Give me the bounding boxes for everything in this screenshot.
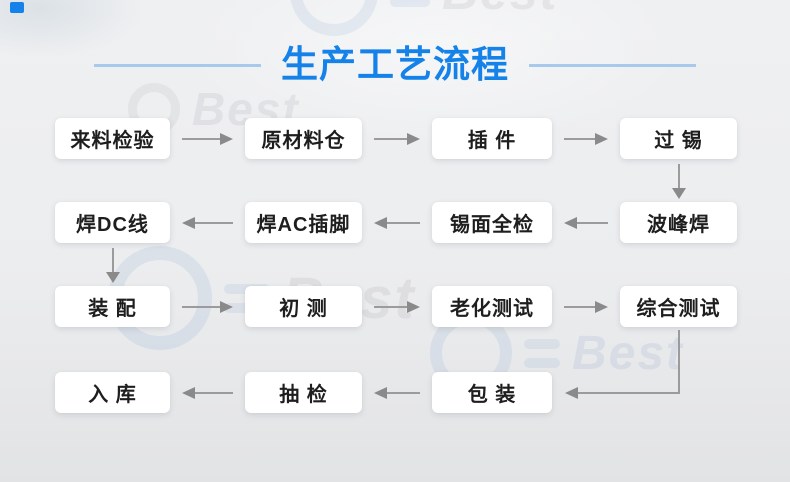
flow-node-packaging: 包 装 [432, 372, 552, 413]
flow-node-assembly: 装 配 [55, 286, 170, 327]
arrow-solder-dc-wire-to-assembly-head [106, 272, 120, 283]
arrow-raw-material-warehouse-to-insertion-line [374, 138, 409, 140]
flow-node-insertion: 插 件 [432, 118, 552, 159]
flow-node-aging-test: 老化测试 [432, 286, 552, 327]
arrow-insertion-to-tinning-line [564, 138, 597, 140]
flow-node-label: 初 测 [279, 298, 328, 320]
arrow-tinning-to-wave-soldering-head [672, 188, 686, 199]
arrow-solder-dc-wire-to-assembly-line [112, 248, 114, 273]
flow-node-label: 过 锡 [654, 130, 703, 152]
arrow-insertion-to-tinning-head [595, 133, 608, 145]
arrow-tinning-to-wave-soldering [672, 164, 686, 199]
arrow-packaging-to-sampling-inspection-head [374, 387, 387, 399]
flow-node-label: 波峰焊 [647, 214, 710, 236]
flow-node-label: 综合测试 [636, 298, 721, 320]
arrow-aging-test-to-comprehensive-test-line [564, 306, 597, 308]
flow-node-label: 焊DC线 [76, 214, 149, 236]
arrow-sampling-inspection-to-warehousing-line [193, 392, 233, 394]
arrow-solder-dc-wire-to-assembly [106, 248, 120, 283]
arrow-comprehensive-test-to-packaging-hline [577, 392, 680, 394]
arrow-wave-soldering-to-solder-surface-inspection [564, 217, 608, 229]
arrow-incoming-inspection-to-raw-material-warehouse-line [182, 138, 222, 140]
arrow-tinning-to-wave-soldering-line [678, 164, 680, 189]
arrow-solder-surface-inspection-to-solder-ac-pins-head [374, 217, 387, 229]
flow-node-label: 原材料仓 [261, 130, 346, 152]
title-rule-left [94, 63, 261, 67]
flow-node-incoming-inspection: 来料检验 [55, 118, 170, 159]
flow-node-tinning: 过 锡 [620, 118, 737, 159]
flow-node-label: 入 库 [88, 384, 137, 406]
watermark-bars-icon [390, 0, 430, 7]
flow-node-solder-surface-inspection: 锡面全检 [432, 202, 552, 243]
flow-node-label: 来料检验 [70, 130, 155, 152]
watermark-text: Best [572, 326, 685, 380]
watermark: Best [290, 0, 558, 36]
arrow-raw-material-warehouse-to-insertion-head [407, 133, 420, 145]
corner-accent-mark [10, 2, 24, 13]
flow-node-label: 包 装 [467, 384, 517, 406]
flow-node-raw-material-warehouse: 原材料仓 [245, 118, 362, 159]
arrow-packaging-to-sampling-inspection [374, 387, 420, 399]
watermark-ring-icon [290, 0, 378, 36]
watermark-bars-icon [524, 338, 560, 368]
arrow-insertion-to-tinning [564, 133, 608, 145]
flow-node-comprehensive-test: 综合测试 [620, 286, 737, 327]
arrow-solder-ac-pins-to-solder-dc-wire-line [193, 222, 233, 224]
flow-node-label: 插 件 [467, 130, 517, 152]
flow-node-wave-soldering: 波峰焊 [620, 202, 737, 243]
arrow-wave-soldering-to-solder-surface-inspection-head [564, 217, 577, 229]
arrow-comprehensive-test-to-packaging-vline [678, 330, 680, 394]
arrow-raw-material-warehouse-to-insertion [374, 133, 420, 145]
arrow-packaging-to-sampling-inspection-line [385, 392, 420, 394]
page-title: 生产工艺流程 [281, 44, 509, 85]
flow-node-solder-dc-wire: 焊DC线 [55, 202, 170, 243]
flow-node-label: 装 配 [88, 298, 137, 320]
arrow-assembly-to-initial-test-head [220, 301, 233, 313]
arrow-assembly-to-initial-test-line [182, 306, 222, 308]
arrow-sampling-inspection-to-warehousing-head [182, 387, 195, 399]
arrow-sampling-inspection-to-warehousing [182, 387, 233, 399]
arrow-wave-soldering-to-solder-surface-inspection-line [575, 222, 608, 224]
arrow-solder-surface-inspection-to-solder-ac-pins-line [385, 222, 420, 224]
arrow-solder-surface-inspection-to-solder-ac-pins [374, 217, 420, 229]
title-rule-right [529, 63, 696, 67]
flow-node-sampling-inspection: 抽 检 [245, 372, 362, 413]
header: 生产工艺流程 [0, 34, 790, 88]
watermark-text: Best [442, 0, 558, 21]
arrow-initial-test-to-aging-test-line [374, 306, 409, 308]
arrow-initial-test-to-aging-test-head [407, 301, 420, 313]
arrow-solder-ac-pins-to-solder-dc-wire [182, 217, 233, 229]
arrow-initial-test-to-aging-test [374, 301, 420, 313]
flow-node-label: 锡面全检 [450, 214, 534, 236]
flow-node-solder-ac-pins: 焊AC插脚 [245, 202, 362, 243]
arrow-solder-ac-pins-to-solder-dc-wire-head [182, 217, 195, 229]
arrow-comprehensive-test-to-packaging-head [565, 387, 578, 399]
arrow-aging-test-to-comprehensive-test [564, 301, 608, 313]
flow-node-label: 老化测试 [450, 298, 534, 320]
flow-node-warehousing: 入 库 [55, 372, 170, 413]
arrow-aging-test-to-comprehensive-test-head [595, 301, 608, 313]
flow-node-label: 焊AC插脚 [256, 214, 351, 236]
arrow-incoming-inspection-to-raw-material-warehouse [182, 133, 233, 145]
arrow-incoming-inspection-to-raw-material-warehouse-head [220, 133, 233, 145]
arrow-assembly-to-initial-test [182, 301, 233, 313]
flow-node-label: 抽 检 [279, 384, 328, 406]
flow-node-initial-test: 初 测 [245, 286, 362, 327]
